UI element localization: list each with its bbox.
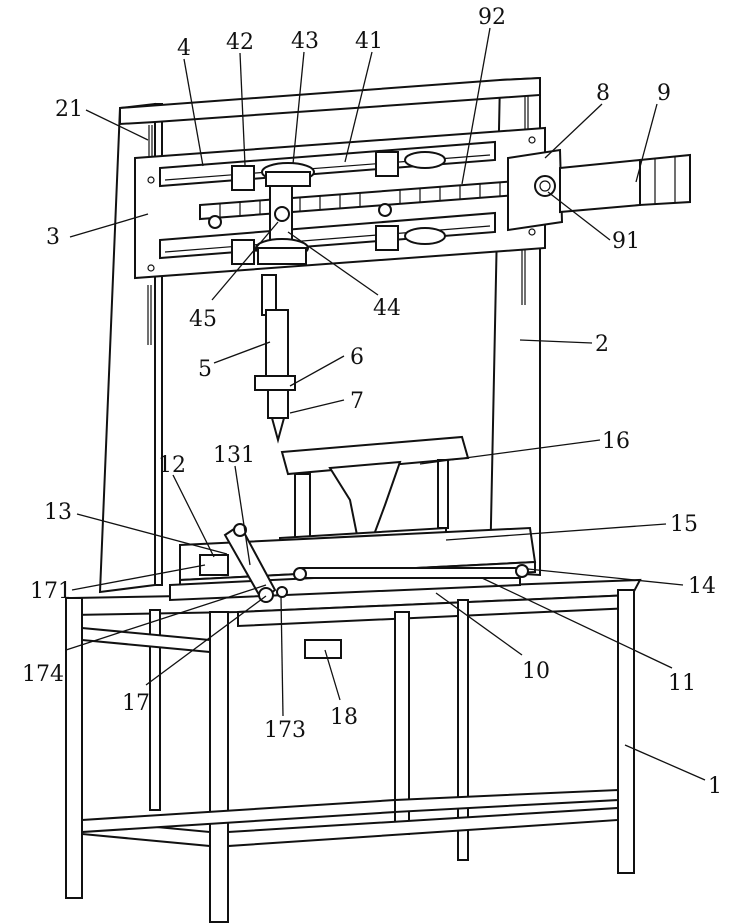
front-left-leg	[66, 598, 82, 898]
label-131: 131	[213, 443, 255, 468]
label-173: 173	[264, 718, 306, 743]
slider-lower-left	[232, 240, 254, 264]
label-45: 45	[189, 307, 217, 332]
label-43: 43	[291, 29, 319, 54]
label-2: 2	[595, 332, 609, 357]
table-frame	[66, 580, 640, 922]
fixture-support	[330, 462, 400, 540]
right-leg	[618, 590, 634, 873]
label-3: 3	[46, 225, 60, 250]
label-41: 41	[355, 29, 383, 54]
label-6: 6	[350, 345, 364, 370]
cylinder	[640, 155, 690, 205]
label-15: 15	[670, 512, 698, 537]
label-21: 21	[55, 97, 83, 122]
label-42: 42	[226, 30, 254, 55]
label-7: 7	[350, 389, 364, 414]
slider-lower-right	[376, 226, 398, 250]
label-12: 12	[158, 453, 186, 478]
vertical-tool	[255, 275, 295, 440]
label-171: 171	[30, 579, 72, 604]
label-14: 14	[688, 574, 716, 599]
pulley	[535, 176, 555, 196]
front-middle-leg	[210, 612, 228, 922]
label-18: 18	[330, 705, 358, 730]
fixture	[282, 437, 468, 540]
label-44: 44	[373, 296, 401, 321]
label-17: 17	[122, 691, 150, 716]
label-9: 9	[657, 81, 671, 106]
label-4: 4	[177, 36, 191, 61]
label-1: 1	[708, 774, 722, 799]
slider-upper-right	[376, 152, 398, 176]
label-91: 91	[612, 229, 640, 254]
label-5: 5	[198, 357, 212, 382]
tool-tip	[268, 390, 288, 418]
sensor	[305, 640, 341, 658]
slider-upper-left	[232, 166, 254, 190]
label-10: 10	[522, 659, 550, 684]
label-13: 13	[44, 500, 72, 525]
tool-body	[266, 310, 288, 380]
label-16: 16	[602, 429, 630, 454]
label-11: 11	[668, 671, 696, 696]
gantry-plate	[135, 128, 690, 278]
label-174: 174	[22, 662, 64, 687]
label-8: 8	[596, 81, 610, 106]
label-92: 92	[478, 5, 506, 30]
tool-clamp	[255, 376, 295, 390]
guide-rod	[300, 568, 520, 578]
